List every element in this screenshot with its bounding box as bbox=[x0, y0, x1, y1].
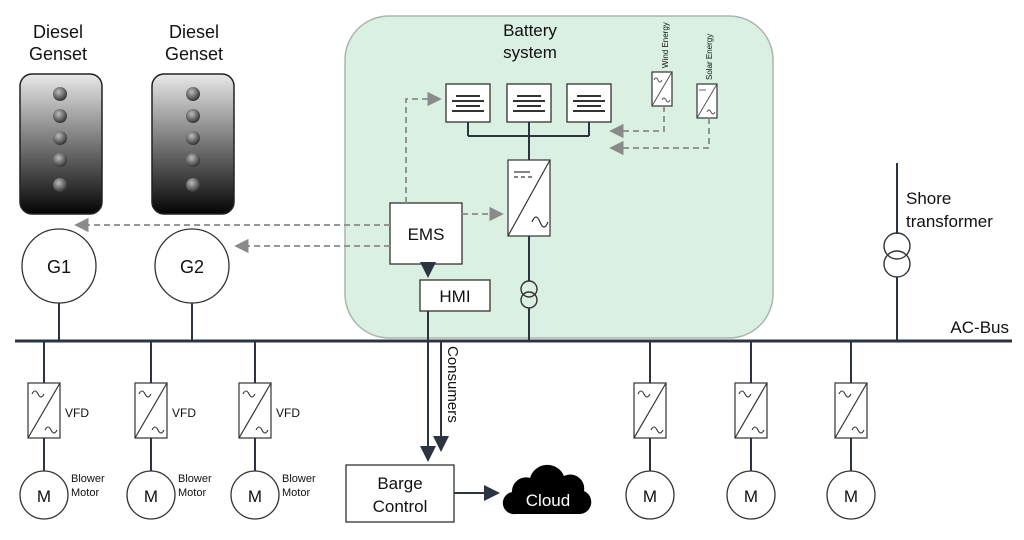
ems-box bbox=[389, 202, 463, 265]
genset-2-cabinet bbox=[151, 73, 235, 215]
solar-energy-label: Solar Energy bbox=[705, 34, 714, 80]
generator-g2-label: G2 bbox=[180, 257, 204, 277]
blower-label-line1: Blower bbox=[178, 473, 212, 485]
ems-to-battery-signal bbox=[405, 91, 442, 203]
vfd-label: VFD bbox=[276, 406, 300, 420]
battery-label-line1: Battery bbox=[503, 21, 557, 40]
blower-label-line1: Blower bbox=[71, 473, 105, 485]
blower-label-line2: Motor bbox=[178, 487, 206, 499]
battery-module-3 bbox=[566, 83, 612, 123]
genset-1-cabinet bbox=[19, 73, 103, 215]
motor-label: M bbox=[37, 487, 51, 506]
vfd-label: VFD bbox=[65, 406, 89, 420]
vfd-converter bbox=[633, 382, 667, 439]
hmi-label: HMI bbox=[439, 287, 470, 306]
blower-label-line2: Motor bbox=[282, 487, 310, 499]
vfd-converter bbox=[238, 382, 272, 439]
motor-label: M bbox=[144, 487, 158, 506]
battery-module-1 bbox=[445, 83, 491, 123]
consumer-branch: M bbox=[726, 341, 776, 520]
blower-label-line2: Motor bbox=[71, 487, 99, 499]
vfd-label: VFD bbox=[172, 406, 196, 420]
motor-circle bbox=[19, 470, 69, 520]
solar-energy-converter bbox=[696, 83, 718, 119]
motor-label: M bbox=[844, 487, 858, 506]
blower-label-line1: Blower bbox=[282, 473, 316, 485]
genset-2-title-line2: Genset bbox=[165, 44, 223, 64]
vfd-converter bbox=[834, 382, 868, 439]
genset-2-title-line1: Diesel bbox=[169, 22, 219, 42]
battery-dc-link bbox=[467, 122, 590, 160]
shore-label-line2: transformer bbox=[906, 212, 993, 231]
barge-control-line2: Control bbox=[373, 497, 428, 516]
battery-converter bbox=[507, 159, 551, 237]
shore-label-line1: Shore bbox=[906, 189, 951, 208]
consumer-branch: M bbox=[625, 341, 675, 520]
motor-label: M bbox=[643, 487, 657, 506]
genset-1-title-line2: Genset bbox=[29, 44, 87, 64]
ems-label: EMS bbox=[408, 225, 445, 244]
genset-1-title-line1: Diesel bbox=[33, 22, 83, 42]
consumers-label: Consumers bbox=[444, 346, 461, 423]
generator-g1-label: G1 bbox=[47, 257, 71, 277]
wind-to-battery-flow bbox=[609, 106, 665, 139]
motor-circle bbox=[625, 470, 675, 520]
shore-transformer bbox=[883, 232, 911, 278]
vfd-converter bbox=[734, 382, 768, 439]
barge-control-line1: Barge bbox=[377, 474, 422, 493]
cloud-icon bbox=[502, 464, 592, 515]
barge-control-box bbox=[345, 464, 455, 523]
vfd-converter bbox=[134, 382, 168, 439]
vfd-converter bbox=[27, 382, 61, 439]
consumer-branch: M bbox=[826, 341, 876, 520]
hmi-box bbox=[419, 279, 491, 312]
wind-energy-converter bbox=[651, 71, 673, 107]
cloud-label: Cloud bbox=[526, 491, 570, 510]
motor-label: M bbox=[744, 487, 758, 506]
motor-circle bbox=[726, 470, 776, 520]
motor-circle bbox=[126, 470, 176, 520]
wind-energy-label: Wind Energy bbox=[661, 22, 670, 68]
battery-label-line2: system bbox=[503, 43, 557, 62]
solar-to-battery-flow bbox=[609, 118, 710, 156]
ac-bus-label: AC-Bus bbox=[950, 318, 1009, 337]
battery-module-2 bbox=[506, 83, 552, 123]
motor-circle bbox=[826, 470, 876, 520]
motor-circle bbox=[230, 470, 280, 520]
motor-label: M bbox=[248, 487, 262, 506]
